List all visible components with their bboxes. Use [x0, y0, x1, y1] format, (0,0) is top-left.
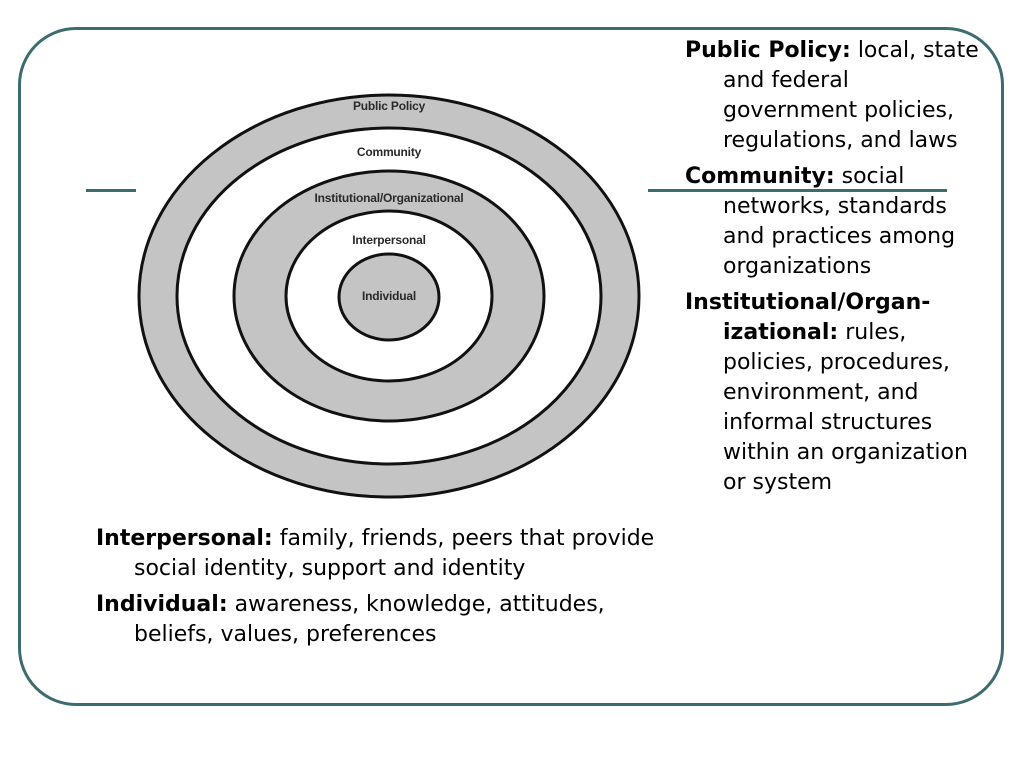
title-rule-right — [648, 189, 947, 192]
bottom-definitions: Interpersonal: family, friends, peers th… — [96, 524, 676, 656]
ring-label-individual: Individual — [361, 289, 416, 303]
desc-public-policy: local, state and federal government poli… — [723, 38, 979, 153]
term-interpersonal: Interpersonal: — [96, 526, 273, 551]
right-definitions: Public Policy: local, state and federal … — [685, 36, 985, 504]
ring-label-interpersonal: Interpersonal — [352, 233, 426, 247]
term-public-policy: Public Policy: — [685, 38, 851, 63]
desc-institutional: rules, policies, procedures, environment… — [723, 320, 968, 495]
term-institutional: Institutional/Organ-izational: — [685, 290, 931, 345]
term-individual: Individual: — [96, 592, 228, 617]
entry-community: Community: social networks, standards an… — [685, 162, 985, 282]
desc-community: social networks, standards and practices… — [723, 164, 956, 279]
ring-label-public-policy: Public Policy — [352, 99, 426, 113]
desc-interpersonal: family, friends, peers that provide soci… — [134, 526, 655, 581]
title-rule-left — [86, 189, 136, 192]
entry-public-policy: Public Policy: local, state and federal … — [685, 36, 985, 156]
concentric-circles-svg — [137, 93, 641, 499]
entry-interpersonal: Interpersonal: family, friends, peers th… — [96, 524, 676, 584]
ring-label-community: Community — [356, 145, 422, 159]
concentric-circles-diagram: Public Policy Community Institutional/Or… — [136, 80, 648, 504]
ring-label-institutional: Institutional/Organizational — [314, 191, 464, 205]
desc-individual: awareness, knowledge, attitudes, beliefs… — [134, 592, 605, 647]
slide-frame — [18, 27, 1004, 706]
term-community: Community: — [685, 164, 835, 189]
entry-individual: Individual: awareness, knowledge, attitu… — [96, 590, 676, 650]
entry-institutional: Institutional/Organ-izational: rules, po… — [685, 288, 985, 498]
ring-individual — [337, 252, 441, 342]
